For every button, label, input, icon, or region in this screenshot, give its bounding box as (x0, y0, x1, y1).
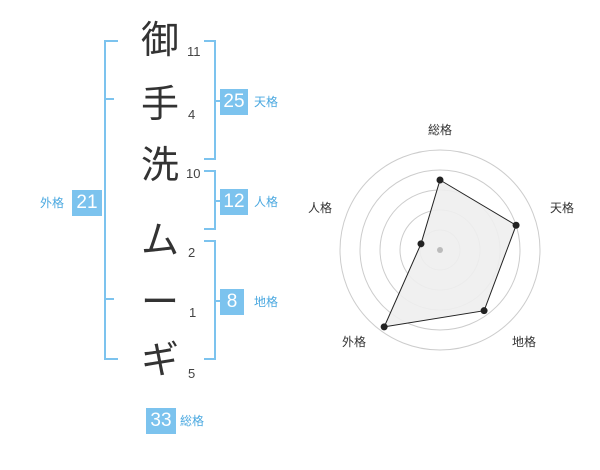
jinkaku-bracket-top (204, 170, 216, 172)
gaikaku-bracket-line (104, 40, 106, 360)
name-char-2: 手 (140, 82, 179, 126)
jinkaku-bracket-bottom (204, 228, 216, 230)
radar-axis-label-gaikaku: 外格 (342, 334, 366, 349)
radar-point-3 (480, 307, 488, 315)
soukaku-value-badge: 33 (146, 408, 176, 434)
chikaku-bracket-bottom (204, 358, 216, 360)
radar-axis-label-jinkaku: 人格 (308, 200, 332, 215)
gaikaku-bracket-bottom (104, 358, 118, 360)
stroke-count-4: 2 (188, 245, 196, 260)
name-char-5: ー (140, 280, 179, 324)
tenkaku-bracket-top (204, 40, 216, 42)
stroke-count-1: 11 (187, 44, 201, 59)
name-char-6: ギ (140, 338, 179, 382)
radar-axis-label-soukaku: 総格 (428, 122, 452, 137)
radar-axis-label-tenkaku: 天格 (550, 200, 574, 215)
tenkaku-bracket-bottom (204, 158, 216, 160)
soukaku-label: 総格 (180, 414, 205, 428)
name-char-1: 御 (140, 18, 179, 62)
name-char-3: 洗 (140, 143, 179, 187)
stroke-count-6: 5 (188, 366, 196, 381)
radar-ring-5 (339, 149, 541, 351)
chikaku-bracket-tick (214, 300, 222, 302)
gaikaku-tick-2 (104, 298, 114, 300)
radar-point-2 (512, 221, 520, 229)
chikaku-bracket-top (204, 240, 216, 242)
radar-center-dot (437, 247, 443, 253)
tenkaku-label: 天格 (254, 95, 279, 109)
radar-point-5 (417, 240, 425, 248)
stroke-count-5: 1 (189, 305, 197, 320)
radar-axis-label-chikaku: 地格 (512, 334, 536, 349)
jinkaku-value-badge: 12 (220, 189, 248, 215)
chikaku-label: 地格 (254, 295, 279, 309)
tenkaku-value-badge: 25 (220, 89, 248, 115)
radar-point-4 (380, 323, 388, 331)
radar-points (380, 176, 520, 331)
stroke-count-3: 10 (186, 166, 201, 181)
gaikaku-bracket-top (104, 40, 118, 42)
gaikaku-value-badge: 21 (72, 190, 102, 216)
radar-ring-4 (359, 169, 521, 331)
jinkaku-bracket-tick (214, 200, 222, 202)
jinkaku-label: 人格 (254, 195, 279, 209)
gaikaku-tick-1 (104, 98, 114, 100)
radar-chart: 総格 天格 地格 外格 人格 (308, 122, 574, 351)
radar-polygon (383, 179, 517, 328)
radar-point-1 (436, 176, 444, 184)
chikaku-value-badge: 8 (220, 289, 244, 315)
tenkaku-bracket-tick (214, 100, 222, 102)
gaikaku-label: 外格 (40, 196, 65, 210)
stroke-count-2: 4 (188, 107, 196, 122)
name-char-4: ム (140, 218, 179, 262)
